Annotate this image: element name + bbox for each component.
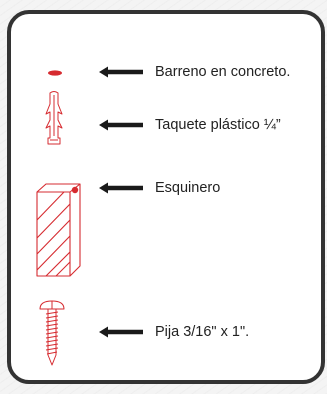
item-label: Taquete plástico ¼”	[155, 117, 281, 133]
arrow-left-icon	[99, 182, 143, 194]
corner-guard-icon	[36, 183, 81, 277]
plastic-anchor-icon	[45, 91, 63, 145]
item-label: Pija 3/16" x 1".	[155, 324, 250, 340]
arrow-left-icon	[99, 66, 143, 78]
item-label: Esquinero	[155, 180, 221, 196]
screw-icon	[39, 300, 65, 366]
arrow-left-icon	[99, 326, 143, 338]
parts-card: Barreno en concreto. Taquete plástico ¼”	[7, 10, 325, 384]
item-label: Barreno en concreto.	[155, 64, 291, 80]
red-hole-marker-icon	[48, 70, 62, 76]
arrow-left-icon	[99, 119, 143, 131]
